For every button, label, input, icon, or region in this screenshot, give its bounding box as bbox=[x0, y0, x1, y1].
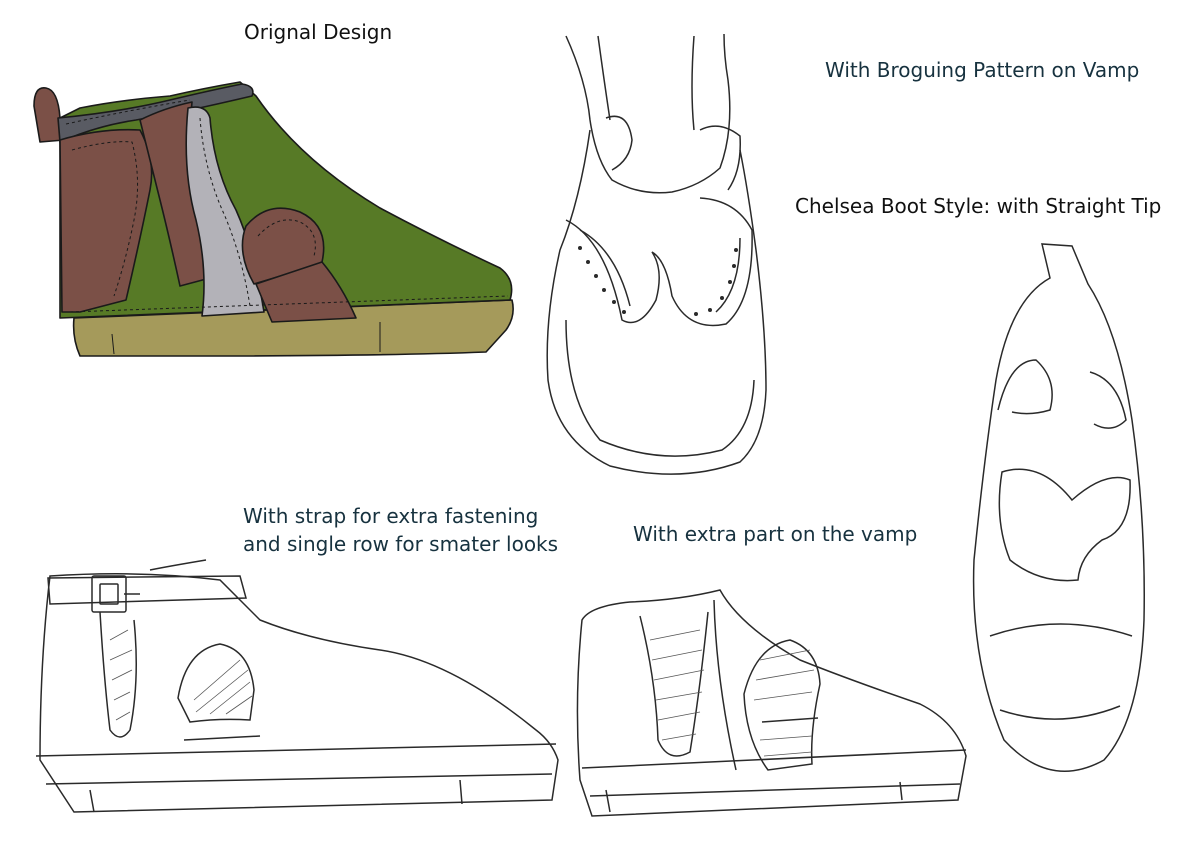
extra-vamp-part-shading bbox=[649, 629, 815, 757]
caption-broguing-pattern: With Broguing Pattern on Vamp bbox=[825, 58, 1140, 82]
extra-vamp-part-sketch bbox=[576, 589, 967, 817]
caption-strap-variant: With strap for extra fastening and singl… bbox=[243, 504, 559, 556]
strap-variant-shading bbox=[109, 629, 253, 721]
caption-original-design: Orignal Design bbox=[244, 20, 393, 44]
brogue-perforations bbox=[578, 246, 738, 316]
caption-chelsea-boot: Chelsea Boot Style: with Straight Tip bbox=[795, 194, 1162, 218]
brogue-vamp-sketch bbox=[546, 33, 767, 475]
caption-extra-vamp-part: With extra part on the vamp bbox=[633, 522, 918, 546]
chelsea-straight-tip-sketch bbox=[972, 243, 1145, 772]
strap-variant-sketch bbox=[35, 559, 559, 813]
original-boot-illustration bbox=[33, 81, 514, 357]
